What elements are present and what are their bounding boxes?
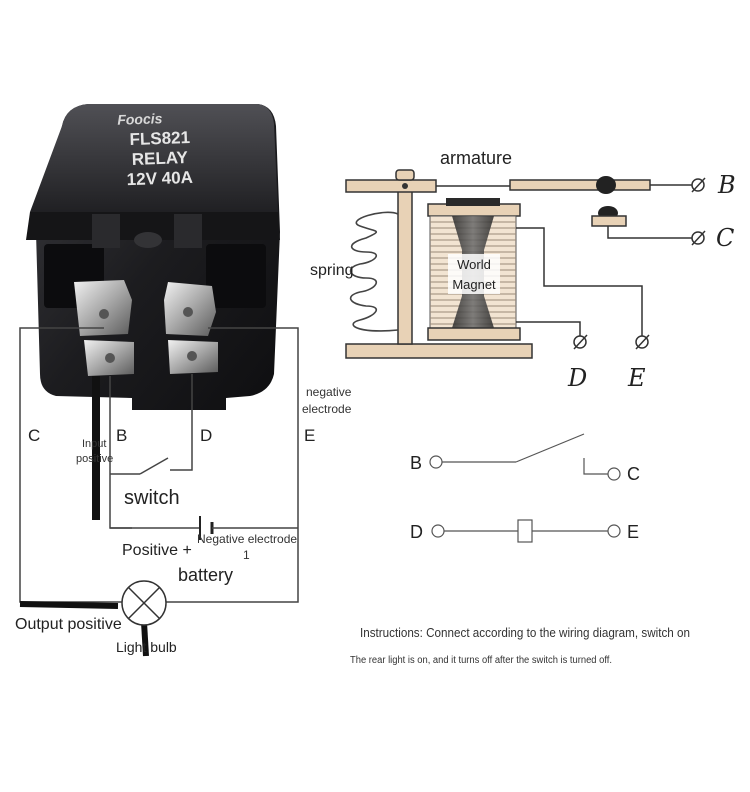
armature-pivot-pin bbox=[402, 183, 408, 189]
wiring-circuit bbox=[19, 327, 299, 657]
armature-bar bbox=[345, 179, 437, 193]
output-positive-lead bbox=[19, 601, 119, 609]
instructions-line1: Instructions: Connect according to the w… bbox=[360, 626, 690, 640]
magnet-label-line1: World bbox=[457, 257, 491, 272]
wiring-label-e: E bbox=[304, 426, 315, 445]
relay-schematic bbox=[345, 169, 706, 359]
input-positive-label: Input positive bbox=[76, 438, 113, 465]
relay-circuit-symbol bbox=[429, 433, 621, 543]
output-positive-label: Output positive bbox=[15, 616, 122, 633]
armature-pivot bbox=[395, 169, 415, 181]
schematic-label-c: C bbox=[716, 224, 734, 252]
lead-c bbox=[607, 226, 692, 239]
moving-contact bbox=[596, 176, 616, 194]
bulb-icon bbox=[121, 580, 167, 626]
battery-negative-label: Negative electrode bbox=[197, 532, 297, 546]
symbol-coil bbox=[517, 519, 533, 543]
relay-photo: Foocis FLS821 RELAY 12V 40A bbox=[26, 104, 280, 410]
negative-electrode-line2: electrode bbox=[302, 402, 352, 416]
bulb-lead bbox=[141, 621, 149, 657]
schematic-label-b: B bbox=[717, 171, 736, 199]
relay-type: RELAY bbox=[131, 148, 188, 169]
spring-icon bbox=[349, 211, 399, 332]
switch-symbol bbox=[110, 457, 169, 475]
light-bulb-label: Light bulb bbox=[116, 639, 177, 655]
input-positive-line1: Input bbox=[82, 438, 106, 450]
battery-label: battery bbox=[178, 565, 233, 585]
battery-negative-number: 1 bbox=[243, 548, 250, 562]
schematic-label-d: D bbox=[567, 364, 587, 392]
wiring-label-b: B bbox=[116, 426, 127, 445]
relay-pin-d bbox=[168, 340, 218, 374]
contact-arm bbox=[509, 179, 651, 191]
input-positive-line2: positive bbox=[76, 453, 113, 465]
fixed-contact-plate bbox=[591, 215, 627, 227]
battery-positive-label: Positive + bbox=[122, 542, 192, 559]
relay-pin-b bbox=[84, 340, 134, 376]
magnet-label-backing bbox=[448, 254, 500, 294]
wiring-label-d: D bbox=[200, 426, 212, 445]
wiring-label-c: C bbox=[28, 426, 40, 445]
relay-pin-c bbox=[74, 280, 132, 336]
wire-c-output bbox=[19, 327, 122, 603]
relay-rating: 12V 40A bbox=[126, 168, 193, 189]
wire-d bbox=[170, 374, 193, 471]
frame-post bbox=[397, 179, 413, 345]
relay-pin-e bbox=[164, 282, 216, 336]
symbol-node-b bbox=[429, 455, 443, 469]
instructions-line2: The rear light is on, and it turns off a… bbox=[350, 655, 612, 666]
wire-e bbox=[166, 327, 299, 603]
symbol-label-d: D bbox=[410, 522, 423, 542]
coil-bottom-flange bbox=[427, 327, 521, 341]
core-top-cap bbox=[446, 198, 500, 206]
symbol-node-c bbox=[607, 467, 621, 481]
relay-brand: Foocis bbox=[117, 110, 163, 128]
relay-model: FLS821 bbox=[129, 128, 190, 149]
switch-label: switch bbox=[124, 487, 180, 509]
symbol-label-e: E bbox=[627, 522, 639, 542]
symbol-label-b: B bbox=[410, 453, 422, 473]
frame-base bbox=[345, 343, 533, 359]
magnet-label-line2: Magnet bbox=[452, 277, 496, 292]
negative-electrode-label: negative electrode bbox=[302, 385, 355, 416]
lead-d bbox=[516, 321, 581, 336]
spring-label: spring bbox=[310, 262, 354, 279]
symbol-node-e bbox=[607, 524, 621, 538]
armature-label: armature bbox=[440, 148, 512, 168]
schematic-label-e: E bbox=[627, 364, 646, 392]
symbol-node-d bbox=[431, 524, 445, 538]
lead-e bbox=[516, 227, 643, 336]
symbol-label-c: C bbox=[627, 464, 640, 484]
negative-electrode-line1: negative bbox=[306, 385, 352, 399]
symbol-contact-blade bbox=[515, 433, 585, 463]
